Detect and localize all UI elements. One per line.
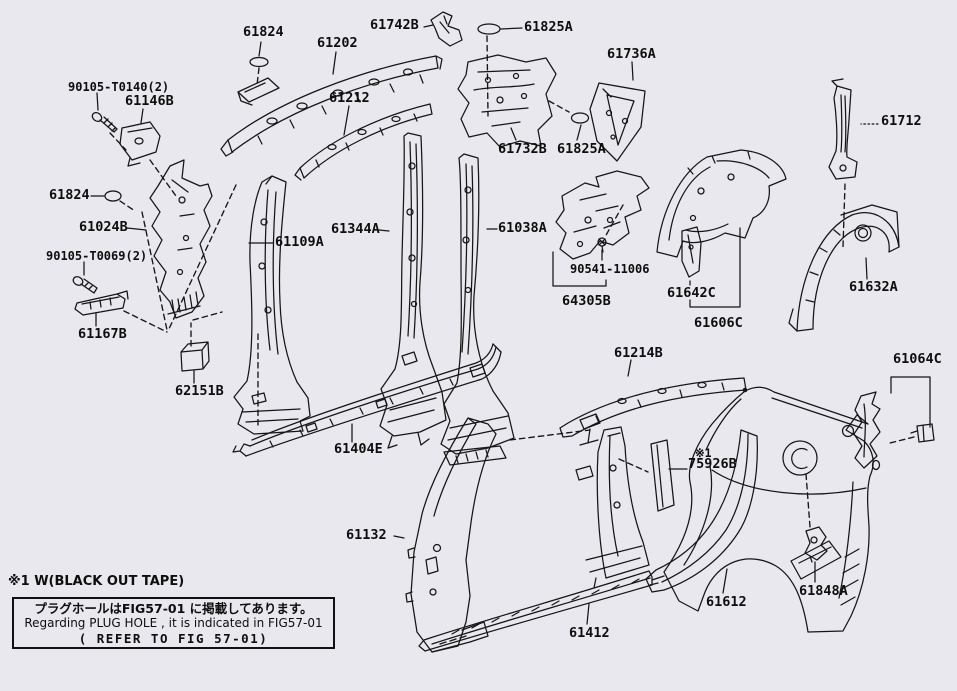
part-label-61038A: 61038A [498,220,547,236]
part-label-61202: 61202 [317,35,358,51]
part-75926B-blackout-tape [650,439,675,512]
part-64305B-bracket [555,170,650,260]
part-label-61146B: 61146B [125,93,174,109]
grommet-61825A-bottom [570,112,590,124]
part-61214B-roof-side-rail [559,377,747,446]
part-61064C-bracket [853,391,935,469]
part-label-61824-top: 61824 [243,24,284,40]
note-english-line: Regarding PLUG HOLE , it is indicated in… [24,615,323,630]
part-label-61132: 61132 [346,527,387,543]
part-61632A-wheelhouse-outer [788,204,900,332]
part-label-61024B: 61024B [79,219,128,235]
part-61742B [430,11,463,47]
bolt-90105-T0069 [72,276,98,294]
part-61212-roof-rail-inner [294,103,433,181]
part-label-61712: 61712 [881,113,922,129]
part-label-61825A-bottom: 61825A [557,141,606,157]
part-quarter-panel-outer [663,386,881,633]
part-label-61642C: 61642C [667,285,716,301]
part-label-75926B: 75926B [688,456,737,472]
part-62151B-pad [180,341,210,372]
part-61024B-a-pillar-upper [149,159,213,319]
part-label-90541-11006: 90541-11006 [570,262,650,276]
part-61202-roof-rail [220,55,443,157]
grommet-61825A-top [477,23,501,35]
plug-hole-note-box: プラグホールはFIG57-01 に掲載してあります。 Regarding PLU… [12,597,335,649]
part-label-61742B: 61742B [370,17,419,33]
part-label-61824-left: 61824 [49,187,90,203]
part-label-64305B: 64305B [562,293,611,309]
grommet-61824-left [104,190,122,202]
part-label-61109A: 61109A [275,234,324,250]
part-label-61212: 61212 [329,90,370,106]
part-label-61167B: 61167B [78,326,127,342]
part-label-61736A: 61736A [607,46,656,62]
bolt-90105-T0140 [91,111,118,133]
note-refer-line: ( REFER TO FIG 57-01) [78,630,269,646]
part-61344A-pillar [379,132,447,449]
part-61146B-bracket [119,121,161,167]
part-61038A-pillar [440,153,515,466]
part-61736A-sail-panel [589,82,646,162]
part-61642C-brace [681,226,702,278]
part-61848A-hinge [804,526,828,563]
part-61109A-pillar [233,175,311,435]
part-label-61404E: 61404E [334,441,383,457]
part-label-61606C: 61606C [694,315,743,331]
note-japanese-line: プラグホールはFIG57-01 に掲載してあります。 [34,600,313,616]
part-label-61412: 61412 [569,625,610,641]
part-61712-pillar [828,78,858,180]
grommet-61824-top [249,56,269,68]
part-label-61344A: 61344A [331,221,380,237]
part-61404E-rocker-inner [232,343,502,457]
part-61606C-wheelhouse [656,149,787,258]
part-label-61632A: 61632A [849,279,898,295]
leader-lines [83,24,931,625]
part-61132-front-pillar-lower [405,417,497,653]
ref-mark-75926B: ※1 [695,446,712,460]
part-label-61064C: 61064C [893,351,942,367]
blackout-tape-footnote: ※1 W(BLACK OUT TAPE) [8,574,185,589]
part-roof-bracket [237,77,280,106]
part-label-61214B: 61214B [614,345,663,361]
part-label-90105-T0069: 90105-T0069(2) [46,249,148,263]
part-label-61825A-top: 61825A [524,19,573,35]
part-61412-rocker-assembly [418,426,653,652]
part-label-61732B: 61732B [498,141,547,157]
part-label-90105-T0140: 90105-T0140(2) [68,80,170,94]
part-61732B-cowl-panel [457,54,557,148]
part-label-61848A: 61848A [799,583,848,599]
part-label-61612: 61612 [706,594,747,610]
part-label-62151B: 62151B [175,383,224,399]
part-61167B-reinforcement [74,290,129,316]
